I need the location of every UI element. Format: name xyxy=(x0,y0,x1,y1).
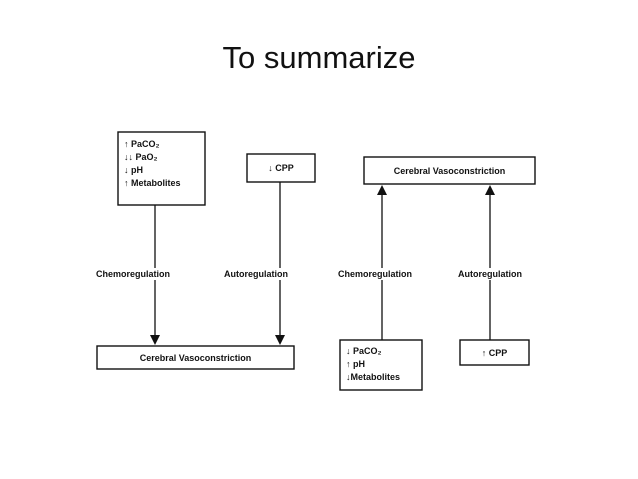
right-chemo-arrowhead xyxy=(377,185,387,195)
left-chemo-label: Chemoregulation xyxy=(96,269,170,279)
right-auto-label: Autoregulation xyxy=(458,269,522,279)
right-result-box xyxy=(363,156,536,185)
left-result-box xyxy=(96,345,295,370)
left-stimulus-line: ↑ PaCO₂ xyxy=(124,139,160,149)
left-stimulus-box xyxy=(117,131,206,206)
left-stimulus-line: ↓↓ PaO₂ xyxy=(124,152,158,162)
left-auto-label-bg xyxy=(222,268,312,280)
left-auto-arrowhead xyxy=(275,335,285,345)
right-auto-arrowhead xyxy=(485,185,495,195)
right-result-label: Cerebral Vasoconstriction xyxy=(394,166,506,176)
right-stimulus-box xyxy=(339,339,423,391)
left-cpp-label: ↓ CPP xyxy=(268,163,294,173)
right-auto-label-bg xyxy=(456,268,546,280)
right-stimulus-line: ↓ PaCO₂ xyxy=(346,346,382,356)
left-result-label: Cerebral Vasoconstriction xyxy=(140,353,252,363)
right-chemo-label: Chemoregulation xyxy=(338,269,412,279)
left-auto-label: Autoregulation xyxy=(224,269,288,279)
left-cpp-box xyxy=(246,153,316,183)
left-chemo-arrowhead xyxy=(150,335,160,345)
right-stimulus-line: ↑ pH xyxy=(346,359,365,369)
right-stimulus-line: ↓Metabolites xyxy=(346,372,400,382)
left-chemo-label-bg xyxy=(92,268,200,280)
slide-title: To summarize xyxy=(222,40,416,75)
right-cpp-label: ↑ CPP xyxy=(482,348,508,358)
left-stimulus-line: ↑ Metabolites xyxy=(124,178,181,188)
right-chemo-label-bg xyxy=(336,268,440,280)
left-stimulus-line: ↓ pH xyxy=(124,165,143,175)
right-cpp-box xyxy=(459,339,530,366)
